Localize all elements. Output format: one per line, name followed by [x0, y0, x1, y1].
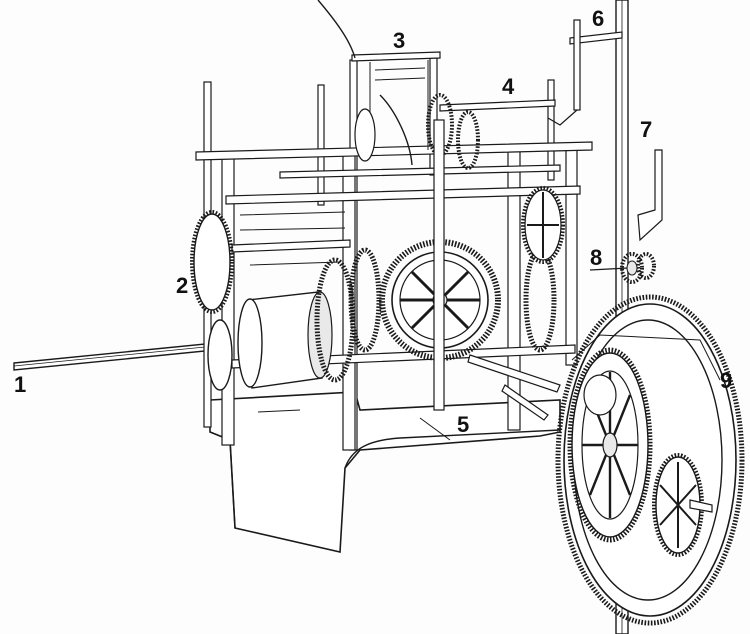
label-3: 3: [393, 28, 405, 53]
inner-gearing: [190, 0, 565, 421]
label-5: 5: [457, 412, 469, 437]
small-gear-pair: [620, 252, 656, 284]
label-6: 6: [592, 6, 604, 31]
label-2: 2: [176, 273, 188, 298]
label-8: 8: [590, 245, 602, 270]
drive-shaft: [13, 342, 216, 371]
label-1: 1: [14, 372, 26, 397]
label-9: 9: [720, 368, 732, 393]
label-7: 7: [640, 117, 652, 142]
large-wheel: [555, 294, 745, 626]
callout-labels: 1 2 3 4 5 6 7 8 9: [14, 6, 732, 437]
label-4: 4: [502, 74, 515, 99]
